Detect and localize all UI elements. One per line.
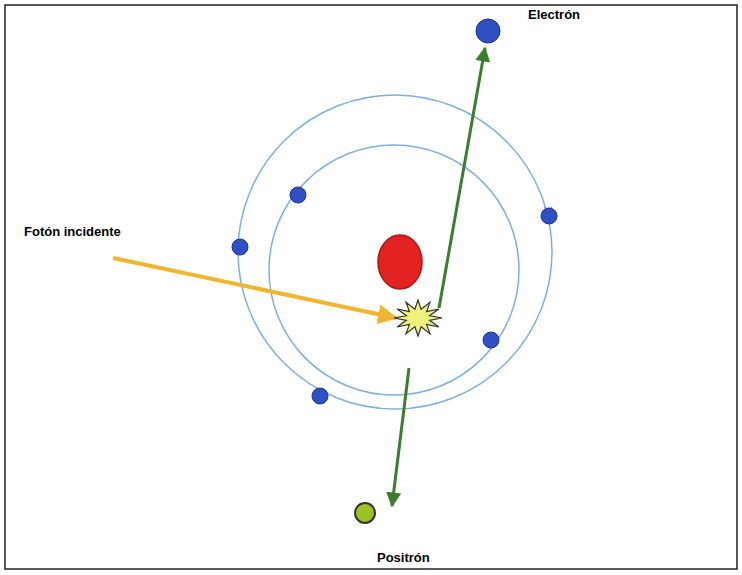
photon-arrow bbox=[113, 258, 396, 318]
label-anchor: Fotón incidente bbox=[24, 224, 121, 240]
particle-label: Positrón bbox=[377, 550, 430, 566]
inner-orbit bbox=[269, 145, 519, 395]
positron-track bbox=[392, 368, 409, 506]
label-anchor: Positrón bbox=[377, 550, 430, 566]
interaction-burst bbox=[394, 300, 442, 336]
frame bbox=[5, 5, 737, 569]
emitted-electron bbox=[476, 19, 500, 43]
particle-label: Electrón bbox=[528, 7, 580, 23]
emitted-positron bbox=[355, 503, 375, 523]
photon-label: Fotón incidente bbox=[24, 224, 121, 240]
label-anchor: Electrón bbox=[528, 7, 580, 23]
outer-orbit bbox=[238, 95, 552, 409]
electron-track bbox=[439, 48, 485, 308]
nucleus bbox=[378, 235, 422, 289]
